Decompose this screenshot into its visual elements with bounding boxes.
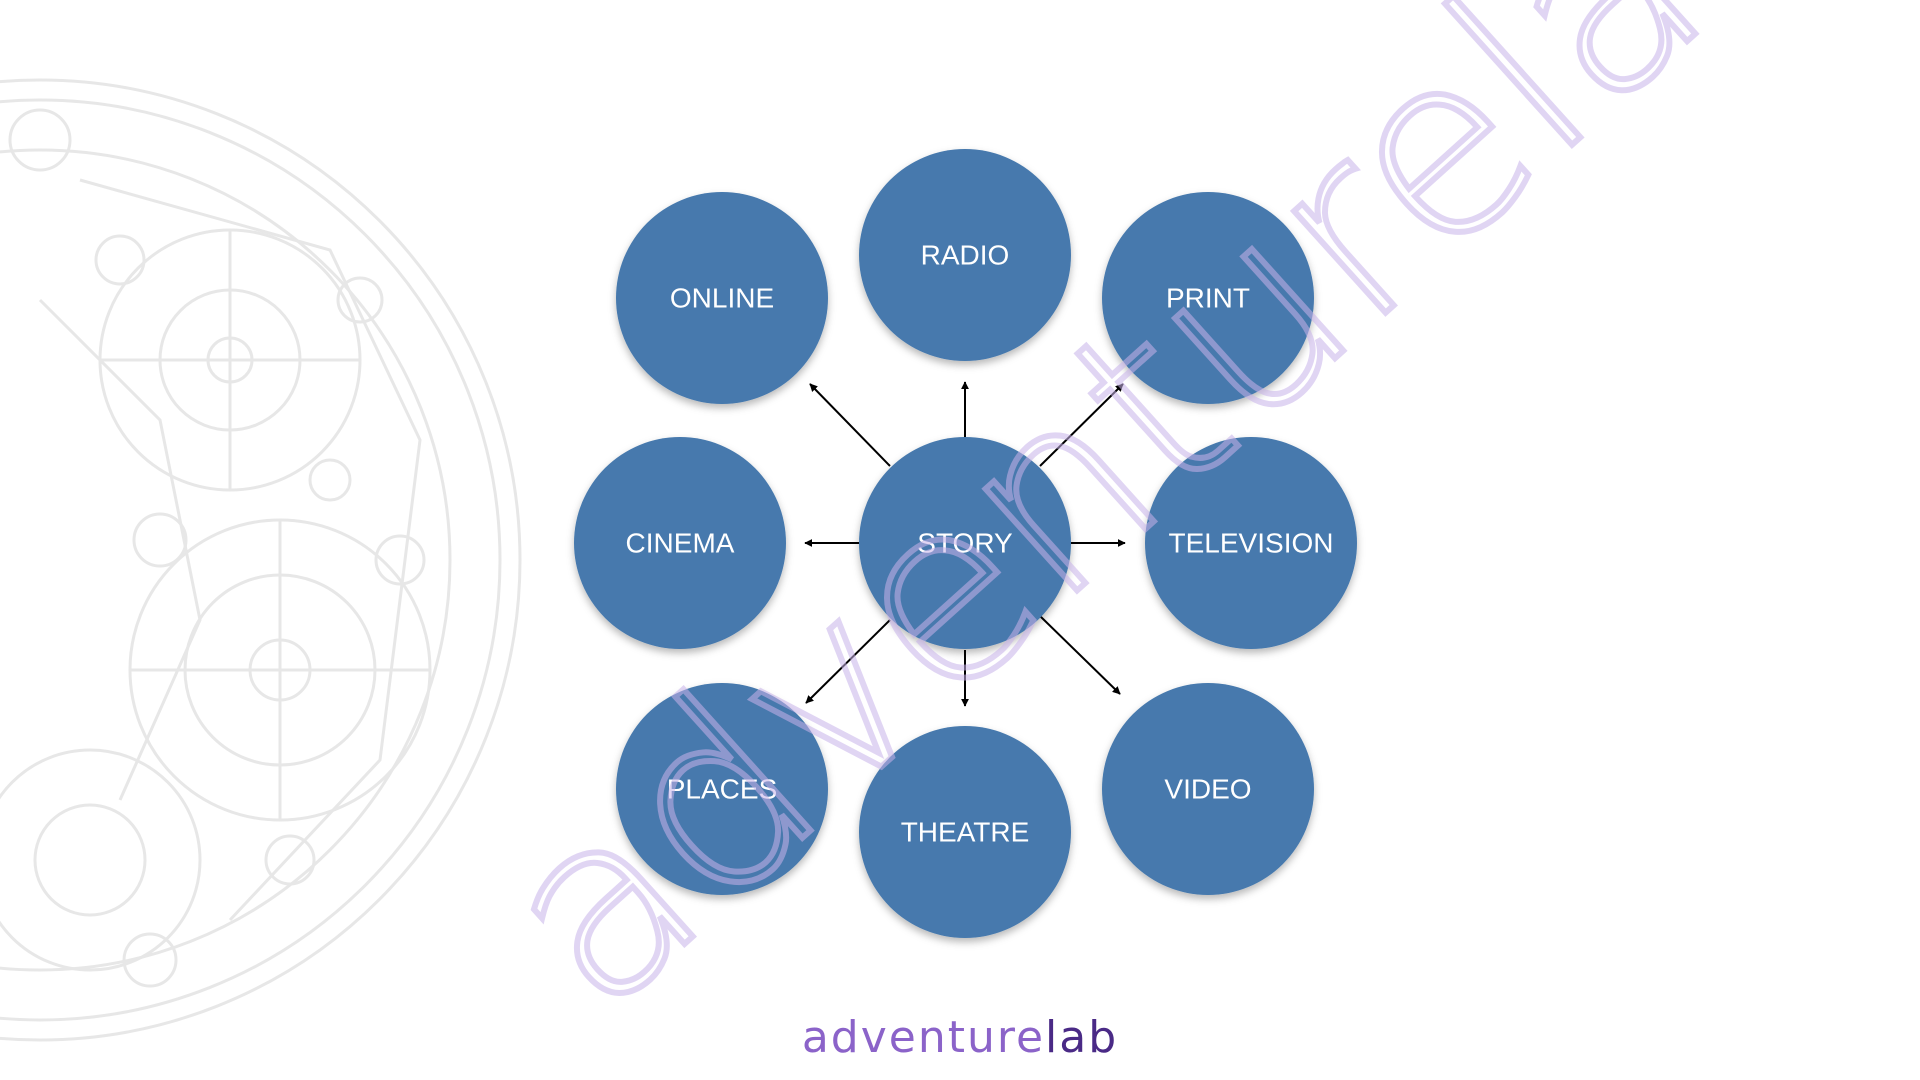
- arrow-to-online: [809, 383, 891, 467]
- node-cinema: CINEMA: [574, 437, 786, 649]
- arrow-to-print: [1039, 383, 1124, 467]
- logo-text-adventure: adventure: [801, 1012, 1046, 1063]
- node-places: PLACES: [616, 683, 828, 895]
- node-label-print: PRINT: [1166, 283, 1250, 314]
- node-video: VIDEO: [1102, 683, 1314, 895]
- footer-logo: adventurelab: [0, 1012, 1920, 1072]
- node-online: ONLINE: [616, 192, 828, 404]
- arrow-to-places: [805, 619, 891, 704]
- node-story: STORY: [859, 437, 1071, 649]
- node-radio: RADIO: [859, 149, 1071, 361]
- arrows-group: [804, 381, 1126, 707]
- logo-text-lab: lab: [1045, 1012, 1119, 1063]
- nodes-group: ONLINE RADIO PRINT CINEMA TELEVISION PLA…: [574, 149, 1357, 938]
- node-label-television: TELEVISION: [1169, 528, 1334, 559]
- arrow-to-video: [1039, 615, 1121, 695]
- node-label-places: PLACES: [667, 774, 778, 805]
- node-label-radio: RADIO: [921, 240, 1010, 271]
- node-television: TELEVISION: [1145, 437, 1357, 649]
- node-print: PRINT: [1102, 192, 1314, 404]
- clockwork-gear-icon: [0, 78, 522, 1042]
- node-label-video: VIDEO: [1164, 774, 1251, 805]
- node-label-theatre: THEATRE: [901, 817, 1030, 848]
- node-theatre: THEATRE: [859, 726, 1071, 938]
- node-label-story: STORY: [917, 528, 1013, 559]
- node-label-cinema: CINEMA: [626, 528, 735, 559]
- node-label-online: ONLINE: [670, 283, 774, 314]
